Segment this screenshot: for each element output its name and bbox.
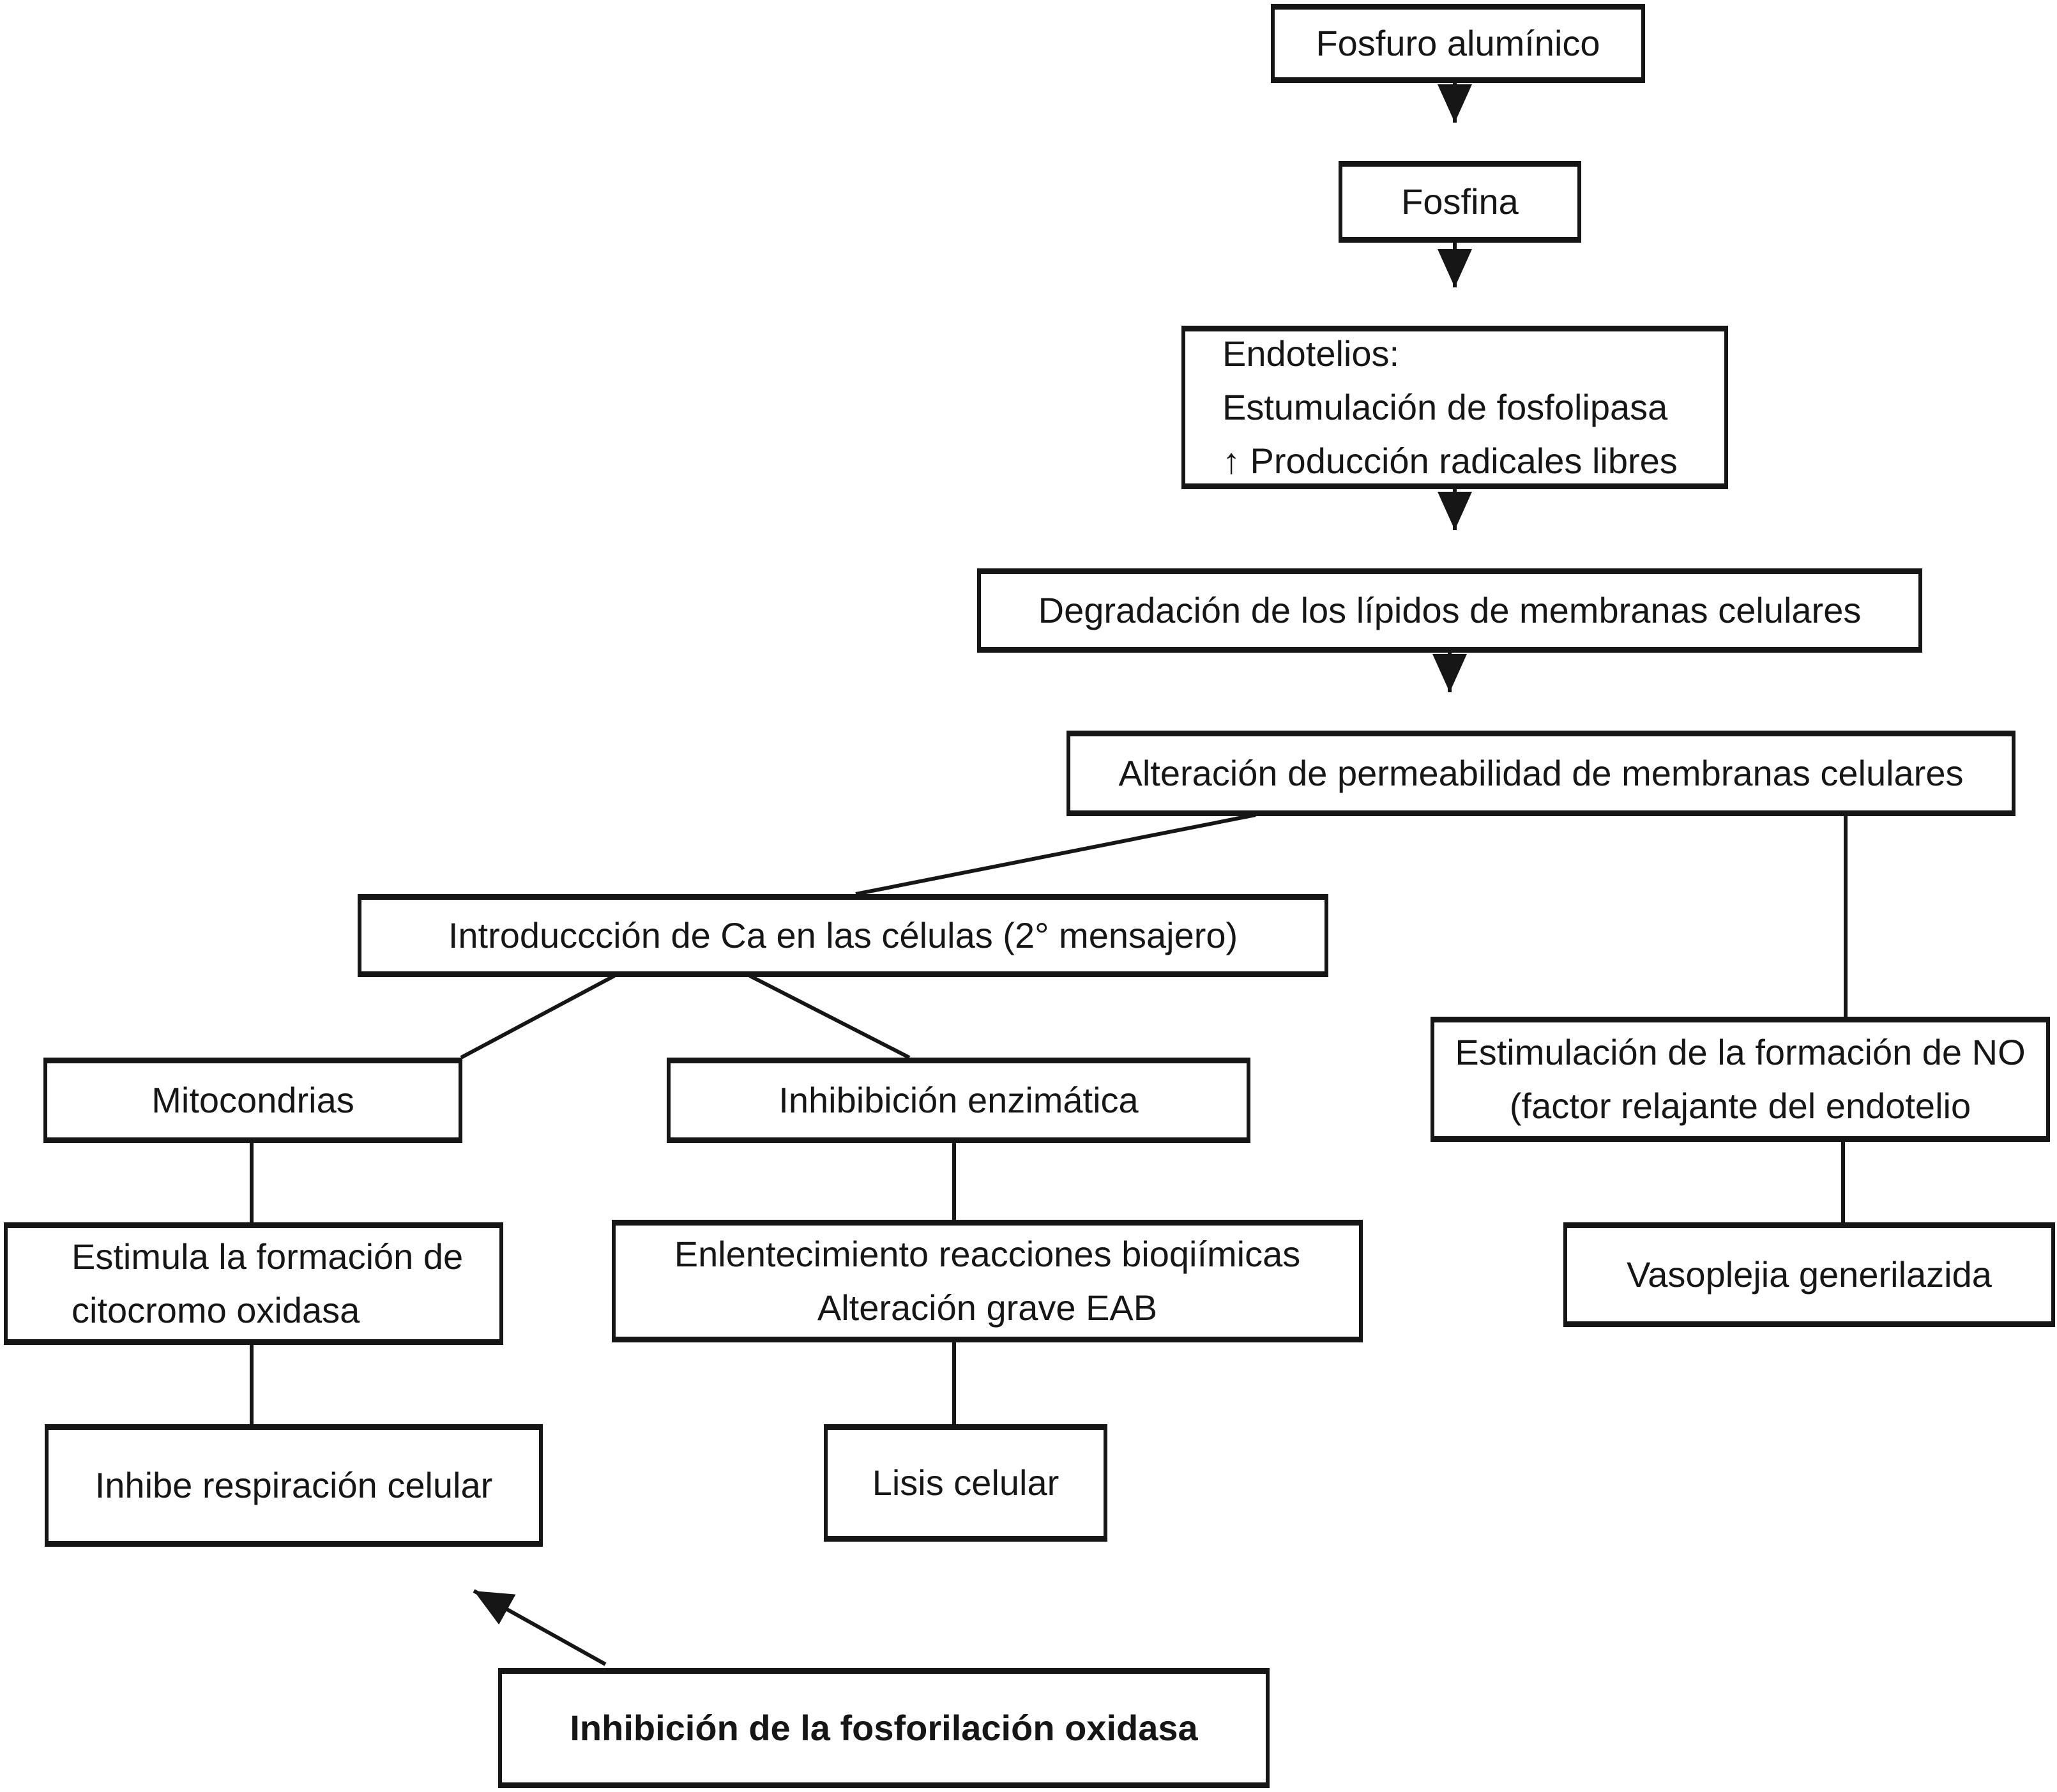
node-estimulacion-no: Estimulación de la formación de NO (fact… (1431, 1017, 2050, 1142)
node-alteracion-permeabilidad: Alteración de permeabilidad de membranas… (1066, 731, 2015, 816)
node-label-line1: Enlentecimiento reacciones bioqiímicas (674, 1234, 1301, 1274)
node-label: Lisis celular (872, 1462, 1059, 1503)
node-fosfina: Fosfina (1339, 161, 1581, 243)
node-enlentecimiento: Enlentecimiento reacciones bioqiímicas A… (612, 1220, 1363, 1342)
node-label-line2: (factor relajante del endotelio (1509, 1086, 1971, 1126)
node-label-line1: Estimulación de la formación de NO (1455, 1032, 2026, 1072)
node-fosfuro-aluminico: Fosfuro alumínico (1271, 4, 1645, 83)
node-introduccion-ca: Introduccción de Ca en las células (2° m… (358, 894, 1328, 977)
node-lisis-celular: Lisis celular (824, 1424, 1107, 1542)
node-inhibicion-enzimatica: Inhibibición enzimática (667, 1058, 1250, 1143)
node-label-line3: ↑ Producción radicales libres (1222, 441, 1678, 481)
node-label: Vasoplejia generilazida (1627, 1254, 1992, 1295)
node-label-line2: Estumulación de fosfolipasa (1222, 387, 1668, 427)
node-degradacion-lipidos: Degradación de los lípidos de membranas … (977, 568, 1922, 653)
node-label: Mitocondrias (151, 1080, 354, 1120)
node-label: Inhibición de la fosforilación oxidasa (570, 1708, 1198, 1748)
node-label: Fosfina (1401, 181, 1519, 222)
line-alteracion-to-introduccion (855, 813, 1256, 896)
node-label: Inhibe respiración celular (95, 1465, 493, 1505)
node-label-line1: Endotelios: (1222, 333, 1400, 374)
node-vasoplejia: Vasoplejia generilazida (1563, 1222, 2055, 1327)
node-label-line2: citocromo oxidasa (72, 1290, 360, 1330)
node-inhibe-respiracion: Inhibe respiración celular (45, 1424, 543, 1547)
node-label-line1: Estimula la formación de (72, 1236, 464, 1277)
arrow-fosforilacion-to-inhibe-respiracion (473, 1589, 607, 1666)
node-inhibicion-fosforilacion: Inhibición de la fosforilación oxidasa (498, 1668, 1270, 1788)
line-introduccion-to-mitocondrias (460, 974, 616, 1059)
node-label: Introduccción de Ca en las células (2° m… (448, 915, 1238, 955)
node-label-line2: Alteración grave EAB (817, 1287, 1158, 1328)
node-endotelios: Endotelios: Estumulación de fosfolipasa … (1181, 326, 1728, 489)
line-introduccion-to-inhibicion-enzimatica (748, 974, 911, 1059)
node-label: Inhibibición enzimática (778, 1080, 1139, 1120)
node-label: Alteración de permeabilidad de membranas… (1118, 753, 1964, 793)
node-label: Fosfuro alumínico (1316, 23, 1600, 63)
node-mitocondrias: Mitocondrias (43, 1058, 462, 1143)
node-label: Degradación de los lípidos de membranas … (1038, 590, 1862, 630)
node-estimula-citocromo: Estimula la formación de citocromo oxida… (4, 1222, 503, 1345)
